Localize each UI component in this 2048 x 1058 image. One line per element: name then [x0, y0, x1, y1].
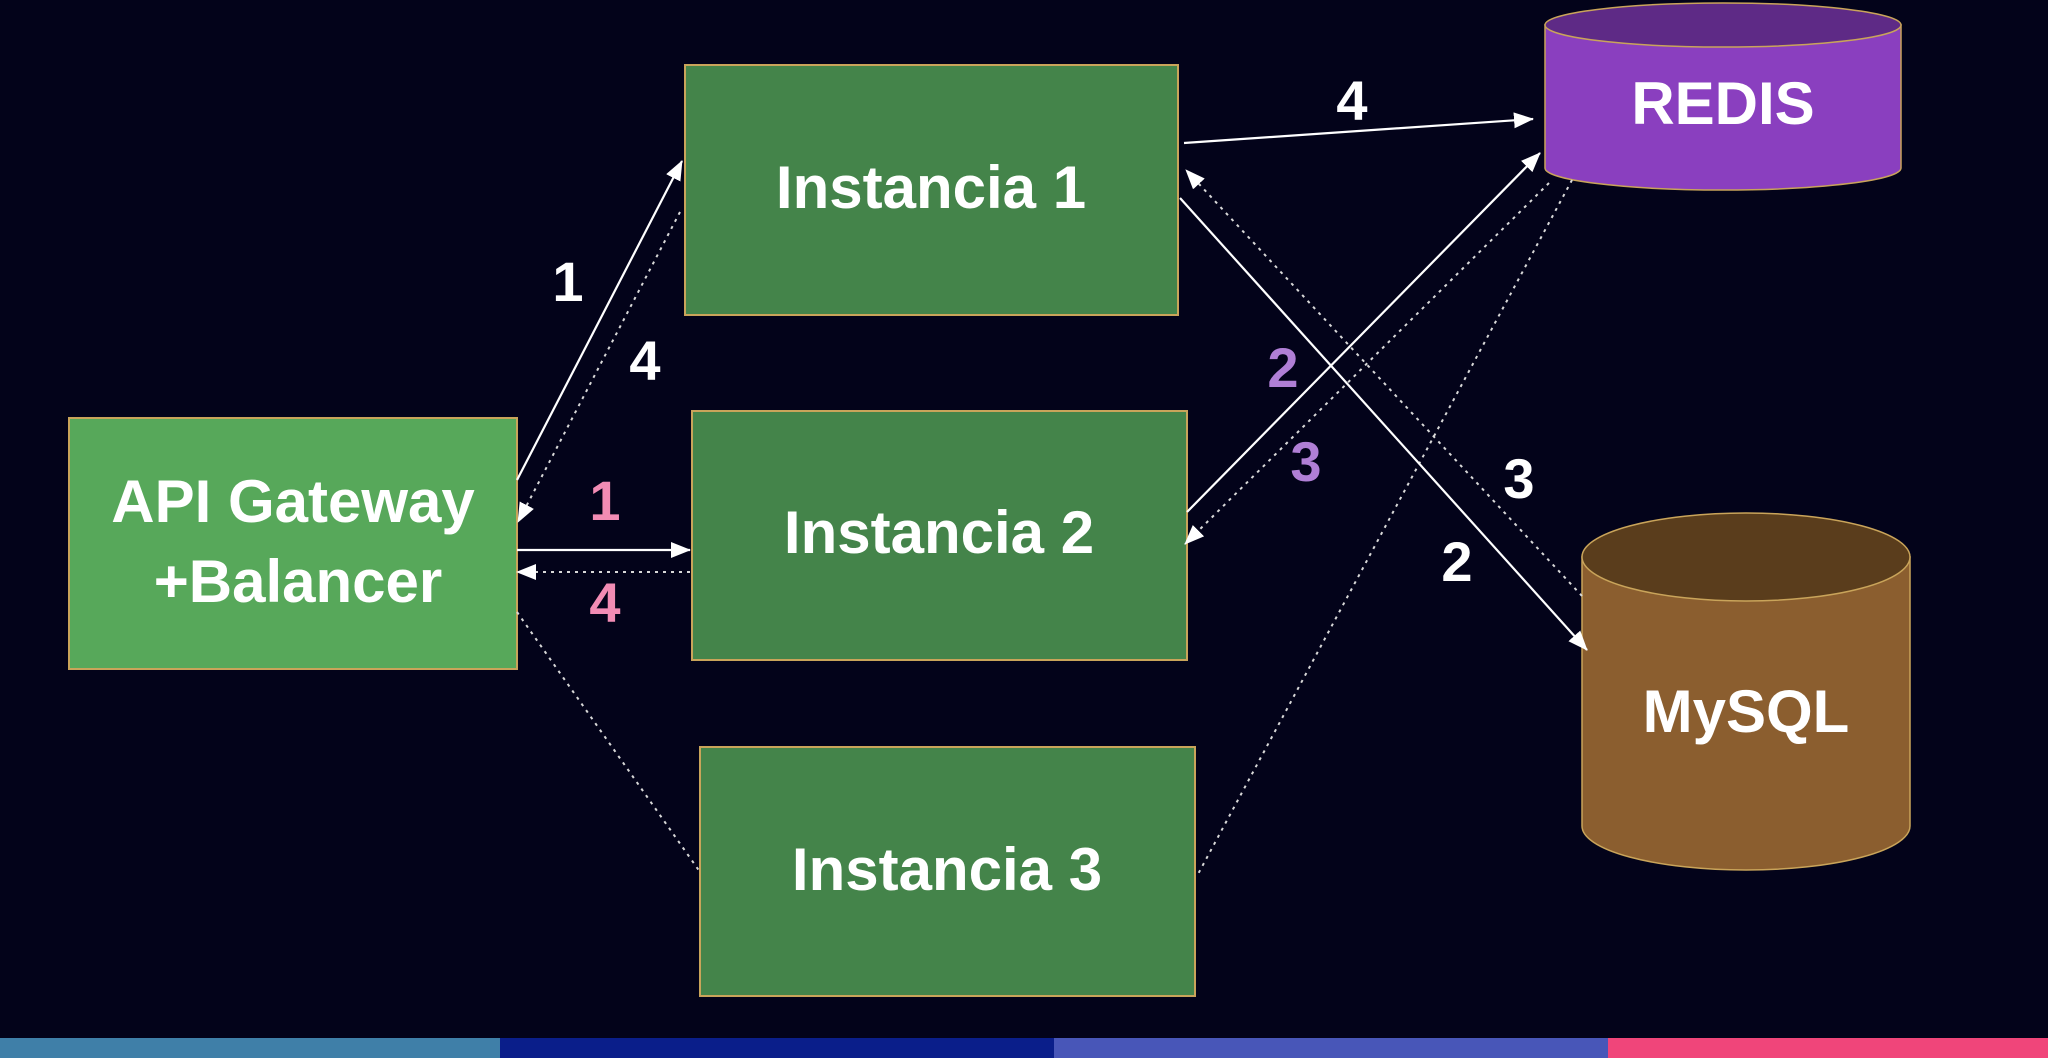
arrow-instance-1-to-mysql — [1179, 197, 1588, 651]
gateway-node: API Gateway +Balancer — [68, 417, 518, 670]
step-label-gw-to-i2: 1 — [589, 469, 620, 532]
footer-bar-segment-2 — [500, 1038, 1054, 1058]
mysql-node: MySQL — [1581, 512, 1911, 871]
instance-3-node: Instancia 3 — [699, 746, 1196, 997]
mysql-label: MySQL — [1643, 678, 1850, 745]
footer-bar-segment-3 — [1054, 1038, 1608, 1058]
step-label-i2-to-gw: 4 — [589, 571, 620, 634]
footer-bar-segment-1 — [0, 1038, 500, 1058]
redis-node: REDIS — [1544, 2, 1902, 191]
gateway-label-line1: API Gateway — [111, 468, 475, 535]
gateway-label-line2: +Balancer — [154, 548, 443, 615]
step-label-gw-to-i1: 1 — [552, 250, 583, 313]
step-label-i1-to-gw: 4 — [629, 329, 660, 392]
arrow-instance-1-to-redis — [1183, 112, 1534, 145]
line-gateway-to-instance-3 — [516, 611, 701, 873]
arrow-redis-to-instance-2 — [1184, 182, 1550, 545]
step-label-mysql-to-i1: 3 — [1503, 447, 1534, 510]
line-redis-to-instance-3 — [1196, 179, 1573, 877]
step-label-i2-to-redis: 2 — [1267, 336, 1298, 399]
footer-bar-segment-4 — [1608, 1038, 2048, 1058]
arrow-instance-1-to-gateway — [517, 211, 681, 523]
arrow-gateway-to-instance-1 — [516, 160, 683, 481]
step-label-i1-to-mysql: 2 — [1441, 530, 1472, 593]
arrow-mysql-to-instance-1 — [1185, 169, 1583, 597]
arrow-instance-2-to-redis — [1186, 152, 1541, 513]
redis-label: REDIS — [1631, 70, 1814, 137]
instance-3-label: Instancia 3 — [792, 836, 1102, 903]
instance-1-label: Instancia 1 — [776, 154, 1086, 221]
instance-2-label: Instancia 2 — [784, 499, 1094, 566]
step-label-i1-to-redis: 4 — [1336, 69, 1367, 132]
step-label-redis-to-i2: 3 — [1290, 430, 1321, 493]
instance-2-node: Instancia 2 — [691, 410, 1188, 661]
instance-1-node: Instancia 1 — [684, 64, 1179, 316]
